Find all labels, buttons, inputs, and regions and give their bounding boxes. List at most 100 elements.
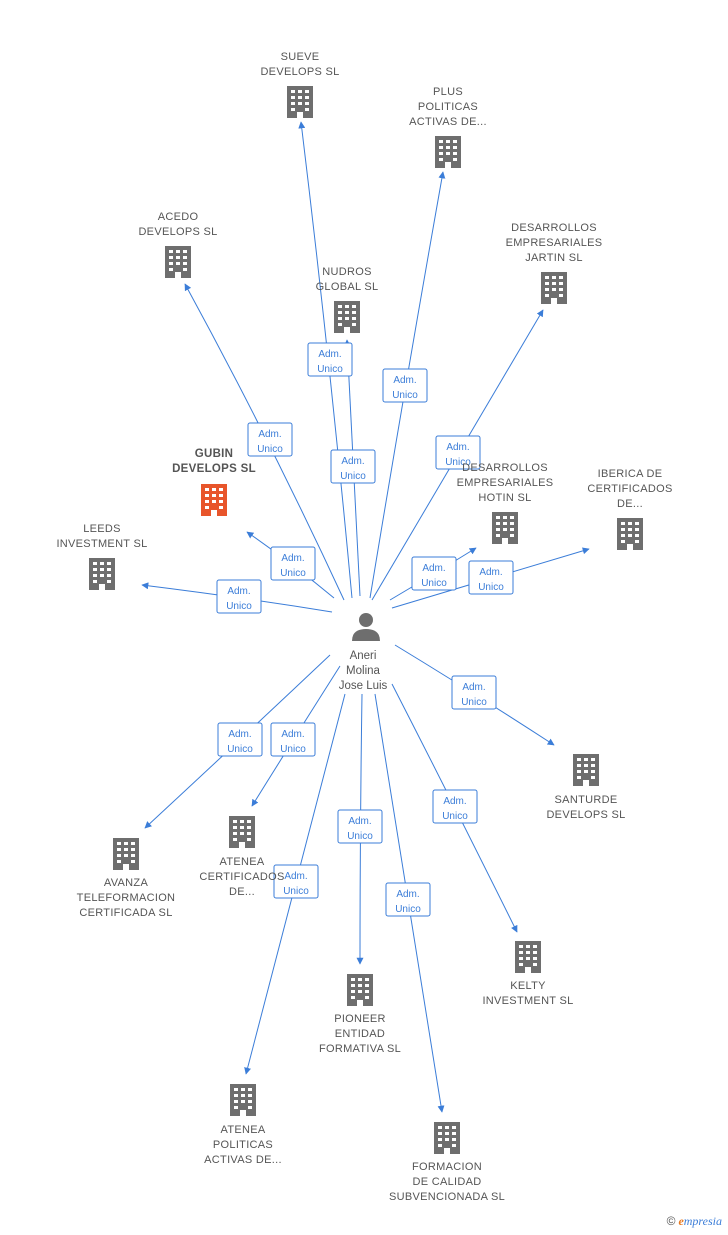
center-label-line-1: Aneri bbox=[350, 650, 377, 662]
role-badge-gubin[interactable]: Adm.Unico bbox=[270, 546, 316, 581]
role-badge-atenea-pol[interactable]: Adm.Unico bbox=[273, 864, 319, 899]
company-node-sueve[interactable]: SUEVE DEVELOPS SL bbox=[260, 51, 339, 118]
role-badge-formacion[interactable]: Adm.Unico bbox=[385, 882, 431, 917]
badge-line-2: Unico bbox=[461, 697, 487, 708]
badge-line-2: Unico bbox=[395, 904, 421, 915]
role-badge-leeds[interactable]: Adm.Unico bbox=[216, 579, 262, 614]
company-node-iberica[interactable]: IBERICA DECERTIFICADOSDE... bbox=[587, 468, 672, 550]
badge-line-1: Adm. bbox=[281, 729, 304, 740]
node-label-line-2: DEVELOPS SL bbox=[172, 463, 256, 475]
company-node-desarrollos-hotin[interactable]: DESARROLLOS EMPRESARIALES HOTIN SL bbox=[457, 462, 554, 544]
role-badge-atenea-cert[interactable]: Adm.Unico bbox=[270, 722, 316, 757]
node-label-line-1: KELTY bbox=[510, 980, 546, 992]
badge-line-1: Adm. bbox=[462, 682, 485, 693]
badge-box bbox=[273, 864, 319, 899]
badge-line-2: Unico bbox=[340, 471, 366, 482]
badge-box bbox=[382, 368, 428, 403]
badge-line-1: Adm. bbox=[348, 816, 371, 827]
badge-box bbox=[270, 546, 316, 581]
badge-line-1: Adm. bbox=[318, 349, 341, 360]
company-node-atenea-cert[interactable]: ATENEACERTIFICADOSDE... bbox=[199, 816, 284, 898]
badge-line-2: Unico bbox=[227, 744, 253, 755]
badge-line-1: Adm. bbox=[258, 429, 281, 440]
role-badge-iberica[interactable]: Adm.Unico bbox=[468, 560, 514, 595]
badge-line-1: Adm. bbox=[479, 567, 502, 578]
node-label-line-1: PLUS bbox=[433, 86, 463, 98]
node-label-line-1: IBERICA DE bbox=[598, 468, 663, 480]
node-label-line-1: ATENEA bbox=[221, 1124, 266, 1136]
center-label-line-3: Jose Luis bbox=[339, 680, 388, 692]
building-icon bbox=[334, 301, 360, 333]
node-label-line-1: NUDROS bbox=[322, 266, 371, 278]
badge-box bbox=[385, 882, 431, 917]
node-label-line-3: SUBVENCIONADA SL bbox=[389, 1191, 505, 1203]
brand-initial: e bbox=[678, 1214, 684, 1228]
node-label-line-1: ACEDO bbox=[158, 211, 199, 223]
badge-box bbox=[330, 449, 376, 484]
badge-box bbox=[337, 809, 383, 844]
badge-line-1: Adm. bbox=[341, 456, 364, 467]
node-label-line-2: CERTIFICADOS bbox=[199, 871, 284, 883]
role-badge-sueve[interactable]: Adm.Unico bbox=[307, 342, 353, 377]
center-person-node[interactable]: Aneri Molina Jose Luis bbox=[339, 613, 388, 692]
badge-box bbox=[270, 722, 316, 757]
badge-line-2: Unico bbox=[283, 886, 309, 897]
company-node-kelty[interactable]: KELTY INVESTMENT SL bbox=[482, 941, 573, 1007]
badge-line-1: Adm. bbox=[443, 796, 466, 807]
role-badge-desarrollos-jartin[interactable]: Adm.Unico bbox=[435, 435, 481, 470]
role-badge-nudros[interactable]: Adm. Unico bbox=[330, 449, 376, 484]
role-badge-santurde[interactable]: Adm. Unico bbox=[451, 675, 497, 710]
badge-line-2: Unico bbox=[226, 601, 252, 612]
node-label-line-2: CERTIFICADOS bbox=[587, 483, 672, 495]
node-label-line-3: ACTIVAS DE... bbox=[204, 1154, 282, 1166]
building-icon bbox=[515, 941, 541, 973]
badge-box bbox=[216, 579, 262, 614]
node-label-line-3: ACTIVAS DE... bbox=[409, 116, 487, 128]
node-label-line-2: DE CALIDAD bbox=[412, 1176, 481, 1188]
badge-box bbox=[451, 675, 497, 710]
node-label-line-2: DEVELOPS SL bbox=[260, 66, 339, 78]
role-badge-kelty[interactable]: Adm.Unico bbox=[432, 789, 478, 824]
building-icon bbox=[492, 512, 518, 544]
node-label-line-3: HOTIN SL bbox=[478, 492, 531, 504]
badge-line-1: Adm. bbox=[422, 563, 445, 574]
building-icon bbox=[347, 974, 373, 1006]
role-badge-desarrollos-hotin[interactable]: Adm. Unico bbox=[411, 556, 457, 591]
node-label-line-1: SUEVE bbox=[281, 51, 320, 63]
role-badge-pioneer[interactable]: Adm.Unico bbox=[337, 809, 383, 844]
badge-box bbox=[307, 342, 353, 377]
role-badge-plus[interactable]: Adm.Unico bbox=[382, 368, 428, 403]
building-icon bbox=[229, 816, 255, 848]
copyright-mark: © bbox=[666, 1214, 676, 1228]
node-label-line-1: DESARROLLOS bbox=[462, 462, 548, 474]
role-badge-acedo[interactable]: Adm.Unico bbox=[247, 422, 293, 457]
node-label-line-2: INVESTMENT SL bbox=[482, 995, 573, 1007]
role-badge-avanza[interactable]: Adm.Unico bbox=[217, 722, 263, 757]
badge-line-2: Unico bbox=[421, 578, 447, 589]
building-icon bbox=[573, 754, 599, 786]
company-node-atenea-pol[interactable]: ATENEA POLITICAS ACTIVAS DE... bbox=[204, 1084, 282, 1166]
building-icon bbox=[113, 838, 139, 870]
node-label-line-2: TELEFORMACION bbox=[77, 892, 176, 904]
node-label-line-2: POLITICAS bbox=[213, 1139, 273, 1151]
node-label-line-2: INVESTMENT SL bbox=[56, 538, 147, 550]
node-label-line-1: SANTURDE bbox=[555, 794, 618, 806]
node-label-line-2: EMPRESARIALES bbox=[506, 237, 603, 249]
badge-line-1: Adm. bbox=[446, 442, 469, 453]
badge-line-1: Adm. bbox=[393, 375, 416, 386]
node-label-line-2: EMPRESARIALES bbox=[457, 477, 554, 489]
building-icon bbox=[201, 484, 227, 516]
building-icon bbox=[434, 1122, 460, 1154]
